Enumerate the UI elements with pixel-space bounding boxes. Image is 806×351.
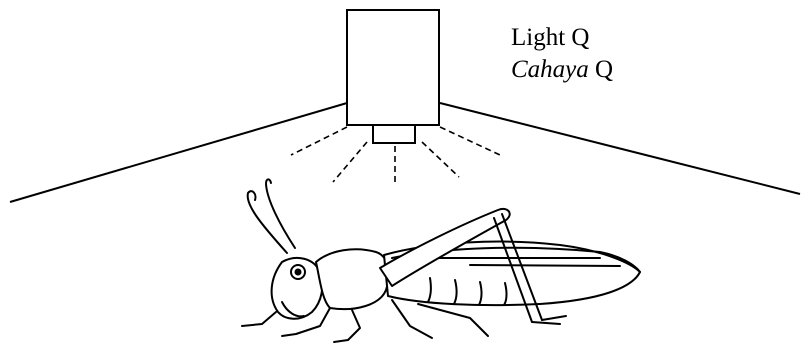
light-label-malay: Cahaya Q (511, 54, 613, 86)
light-label-malay-word: Cahaya (511, 56, 589, 83)
light-beam-left-edge (10, 103, 347, 202)
light-ray (422, 142, 459, 177)
lamp-icon (347, 10, 439, 143)
light-ray (440, 127, 500, 155)
grasshopper-front-leg (242, 312, 276, 326)
light-ray (333, 142, 367, 182)
light-label: Light Q Cahaya Q (511, 22, 613, 86)
light-label-malay-letter: Q (589, 56, 613, 83)
light-beam-right-edge (440, 103, 800, 194)
grasshopper-pupil (296, 270, 301, 275)
grasshopper-icon (242, 179, 640, 342)
grasshopper-front-leg (334, 310, 360, 342)
grasshopper-hind-foot (532, 316, 566, 324)
lamp-housing (347, 10, 439, 125)
grasshopper-thorax (316, 249, 389, 309)
light-label-english: Light Q (511, 22, 613, 54)
light-ray (291, 127, 347, 155)
lamp-bulb (373, 125, 415, 143)
grasshopper-antenna (266, 179, 295, 248)
grasshopper-wing-vein (470, 265, 620, 266)
grasshopper-antenna (248, 191, 287, 253)
grasshopper-middle-leg (418, 304, 488, 336)
